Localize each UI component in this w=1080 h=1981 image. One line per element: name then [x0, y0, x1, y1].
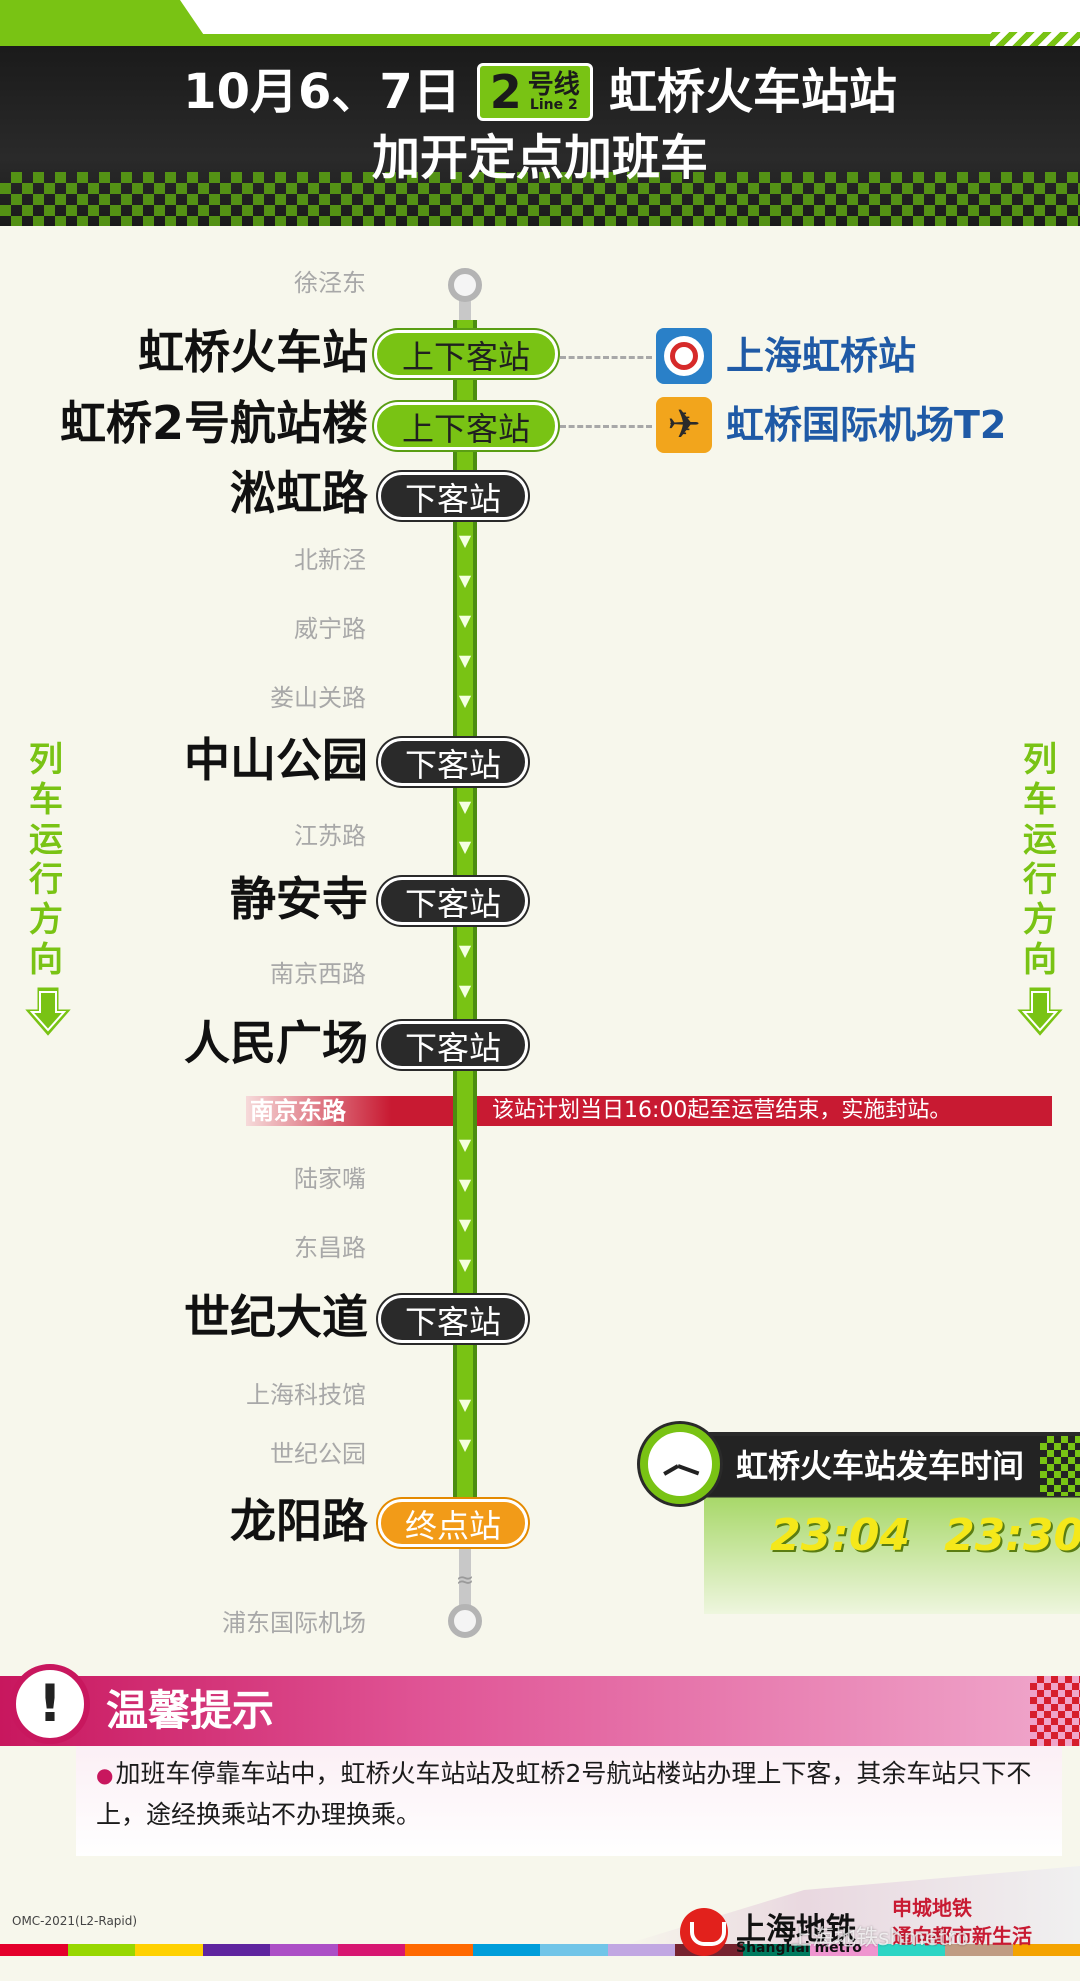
service-badge-dropoff: 下客站 [378, 1021, 528, 1069]
header-green-strip [0, 34, 1080, 46]
direction-chevron: ▼ [458, 797, 472, 816]
header-checker-pattern [0, 172, 1080, 226]
station-west-nanjing-road: 南京西路 [270, 960, 366, 988]
line-badge-cn: 号线 [527, 70, 580, 100]
station-longyang-road: 龙阳路 [230, 1494, 368, 1548]
departure-checker [1040, 1436, 1080, 1496]
exclamation-icon: ! [10, 1664, 90, 1744]
transfer-label-air: 虹桥国际机场T2 [726, 403, 1007, 447]
direction-chevron: ▼ [458, 941, 472, 960]
service-badge-dropoff: 下客站 [378, 877, 528, 925]
direction-chevron: ▼ [458, 1175, 472, 1194]
line-color-band [0, 1944, 1080, 1956]
header-title-line1: 10月6、7日 2 号线 Line 2 虹桥火车站站 [0, 62, 1080, 122]
station-xujingdong: 徐泾东 [294, 269, 366, 297]
bullet-icon: ● [96, 1763, 114, 1787]
transfer-label-rail: 上海虹桥站 [726, 334, 917, 378]
service-badge-dropoff: 下客站 [378, 472, 528, 520]
departure-times: 23:04 23:30 [770, 1510, 1080, 1561]
line-badge-number: 2 [489, 65, 522, 119]
direction-chevron: ▼ [458, 1395, 472, 1414]
station-century-avenue: 世纪大道 [184, 1290, 368, 1344]
header-date: 10月6、7日 [183, 64, 461, 120]
direction-chevron: ▼ [458, 691, 472, 710]
header-station: 虹桥火车站站 [608, 64, 897, 120]
departure-time-2: 23:30 [944, 1510, 1080, 1561]
transfer-link-air [560, 425, 652, 428]
station-lujiazui: 陆家嘴 [294, 1165, 366, 1193]
tip-text: 加班车停靠车站中，虹桥火车站站及虹桥2号航站楼站办理上下客，其余车站只下不上，途… [96, 1759, 1032, 1829]
station-loushanguan-road: 娄山关路 [270, 684, 366, 712]
direction-chevron: ▼ [458, 571, 472, 590]
station-east-nanjing-road-closed: 南京东路 [250, 1097, 346, 1125]
service-badge-pickup-dropoff: 上下客站 [374, 402, 558, 450]
station-pudong-airport: 浦东国际机场 [222, 1609, 366, 1637]
line-2-badge: 2 号线 Line 2 [476, 63, 593, 121]
closure-bar [246, 1096, 1052, 1126]
route-line-gray-bottom [459, 1548, 471, 1608]
route-start-dot [448, 268, 482, 302]
tip-header [0, 1676, 1080, 1746]
station-weining-road: 威宁路 [294, 615, 366, 643]
station-century-park: 世纪公园 [270, 1440, 366, 1468]
tip-body: ●加班车停靠车站中，虹桥火车站站及虹桥2号航站楼站办理上下客，其余车站只下不上，… [76, 1746, 1062, 1856]
station-hongqiao-railway: 虹桥火车站 [138, 325, 368, 379]
direction-chevron: ▼ [458, 981, 472, 1000]
service-badge-pickup-dropoff: 上下客站 [374, 330, 558, 378]
route-line-green [453, 320, 477, 1548]
departure-title: 虹桥火车站发车时间 [736, 1447, 1025, 1485]
station-hongqiao-t2: 虹桥2号航站楼 [59, 396, 368, 450]
transfer-link-rail [560, 356, 652, 359]
direction-chevron: ▼ [458, 1135, 472, 1154]
footer-code: OMC-2021(L2-Rapid) [12, 1914, 138, 1928]
direction-chevron: ▼ [458, 531, 472, 550]
station-songhong-road: 淞虹路 [230, 466, 368, 520]
route-break-mark: ≈ [455, 1568, 475, 1593]
direction-chevron: ▼ [458, 1215, 472, 1234]
direction-chevron: ▼ [458, 1435, 472, 1454]
service-badge-terminal: 终点站 [378, 1499, 528, 1547]
station-jingan-temple: 静安寺 [230, 872, 368, 926]
station-zhongshan-park: 中山公园 [184, 733, 368, 787]
service-badge-dropoff: 下客站 [378, 738, 528, 786]
tip-title: 温馨提示 [106, 1686, 275, 1735]
route-line-segment [453, 1096, 477, 1126]
header-stripes [990, 32, 1080, 46]
station-jiangsu-road: 江苏路 [294, 822, 366, 850]
brand-name-en: Shanghai metro [736, 1940, 862, 1956]
direction-arrow-left-icon [18, 984, 78, 1041]
watermark: 上海地铁shmetro [790, 1926, 970, 1951]
station-dongchang-road: 东昌路 [294, 1234, 366, 1262]
line-badge-en: Line 2 [529, 97, 578, 113]
closure-note: 该站计划当日16:00起至运营结束，实施封站。 [492, 1098, 952, 1123]
header-subtitle: 加开定点加班车 [371, 130, 708, 186]
departure-title-bar [704, 1436, 1080, 1496]
station-science-museum: 上海科技馆 [246, 1381, 366, 1409]
slogan-line2: 通向都市新生活 [892, 1924, 1032, 1948]
service-badge-dropoff: 下客站 [378, 1295, 528, 1343]
station-peoples-square: 人民广场 [184, 1016, 368, 1070]
shanghai-metro-logo-icon [680, 1908, 728, 1956]
direction-chevron: ▼ [458, 651, 472, 670]
station-beixinjing: 北新泾 [294, 546, 366, 574]
clock-icon [640, 1424, 720, 1504]
railway-icon [656, 328, 712, 384]
tip-checker [1030, 1676, 1080, 1746]
slogan-line1: 申城地铁 [892, 1896, 972, 1920]
header-banner: 10月6、7日 2 号线 Line 2 虹桥火车站站 加开定点加班车 [0, 0, 1080, 226]
direction-chevron: ▼ [458, 1255, 472, 1274]
slogan: 申城地铁 通向都市新生活 [892, 1894, 1072, 1950]
direction-arrow-right-icon [1010, 984, 1070, 1041]
direction-label-right: 列车运行方向 [1023, 740, 1057, 980]
direction-chevron: ▼ [458, 837, 472, 856]
route-end-dot [448, 1604, 482, 1638]
departure-time-1: 23:04 [770, 1510, 911, 1561]
direction-label-left: 列车运行方向 [29, 740, 63, 980]
airplane-icon: ✈ [656, 397, 712, 453]
brand-name-cn: 上海地铁 [736, 1912, 856, 1947]
direction-chevron: ▼ [458, 611, 472, 630]
